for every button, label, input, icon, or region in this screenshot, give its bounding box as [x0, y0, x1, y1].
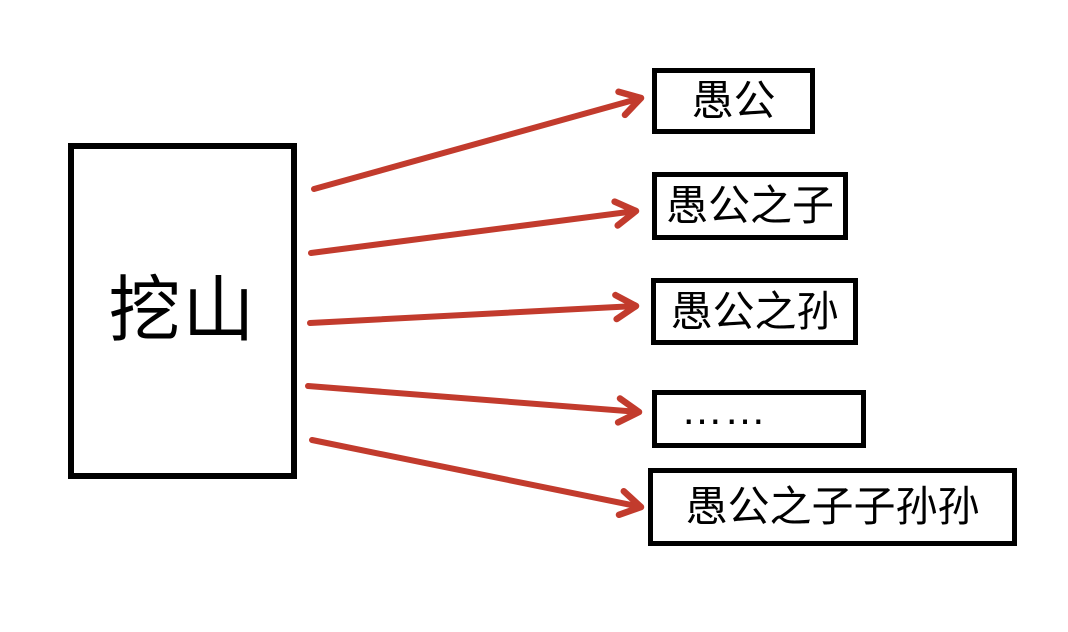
source-node-dig-mountain: 挖山	[68, 143, 297, 479]
target-node-yugong-son: 愚公之子	[652, 172, 848, 240]
target-node-yugong-grandson: 愚公之孙	[651, 278, 858, 345]
source-node-label: 挖山	[108, 271, 257, 351]
arrow-to-ellipsis	[305, 383, 643, 426]
target-node-ellipsis: ……	[652, 385, 866, 448]
arrow-to-yugong	[311, 88, 645, 192]
arrow-to-son	[308, 198, 640, 256]
target-node-label: 愚公之子子孙孙	[685, 483, 980, 530]
target-node-yugong: 愚公	[652, 68, 815, 134]
target-node-descendants: 愚公之子子孙孙	[648, 468, 1017, 546]
arrow-to-descendants	[309, 437, 645, 519]
arrow-to-grandson	[307, 291, 640, 326]
target-node-label: 愚公	[691, 77, 776, 124]
target-node-label: ……	[681, 385, 767, 433]
target-node-label: 愚公之子	[665, 182, 834, 229]
target-node-label: 愚公之孙	[670, 287, 839, 335]
